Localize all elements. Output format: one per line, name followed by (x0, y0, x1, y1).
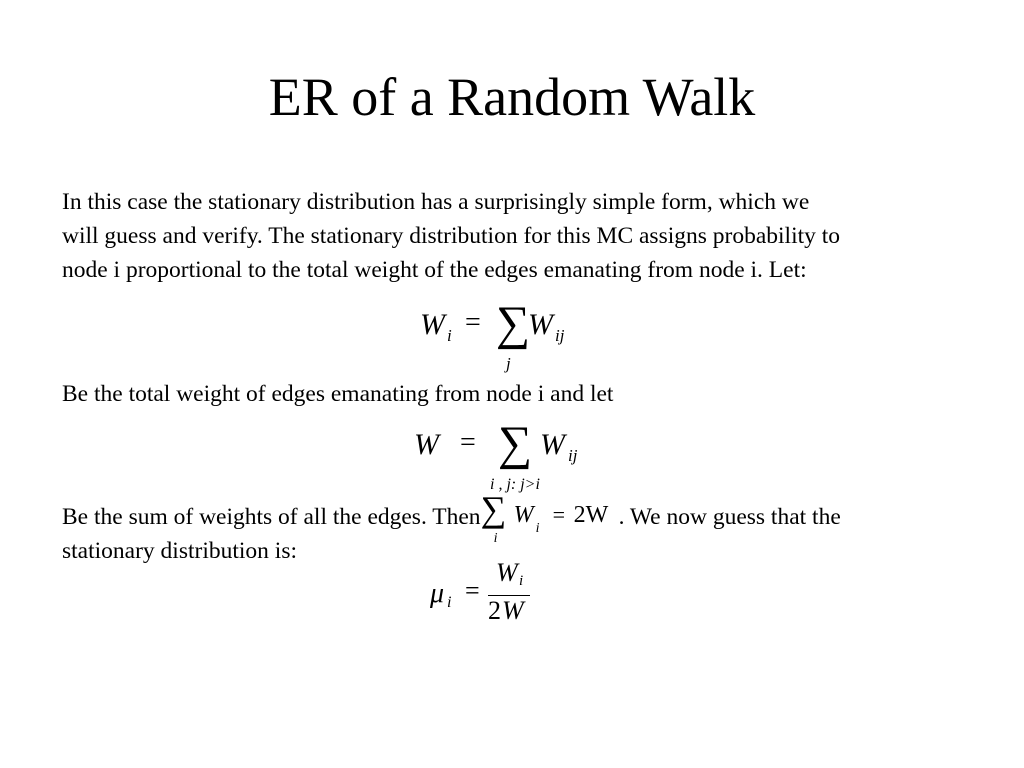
intro-paragraph: In this case the stationary distribution… (62, 185, 840, 287)
eq4-fraction-bar (488, 595, 530, 597)
eq4-equals: = (465, 576, 480, 605)
equation-stationary-distribution: μ i = W i 2 W (430, 558, 570, 630)
eq3-equals: = (552, 502, 565, 527)
eq1-lhs-sub: i (447, 326, 452, 345)
equation-total-weight: W = ∑ i , j: j>i W ij (410, 417, 610, 500)
eq4-numerator: W (496, 558, 518, 587)
eq1-equals: = (465, 307, 481, 338)
sum-line-1-before: Be the sum of weights of all the edges. … (62, 504, 481, 530)
eq2-lhs: W (414, 428, 439, 461)
eq2-equals: = (460, 427, 476, 458)
paragraph-sum-weights: Be the sum of weights of all the edges. … (62, 491, 841, 568)
eq4-lhs-sub: i (447, 594, 452, 611)
eq1-rhs: W (528, 308, 553, 341)
eq2-rhs-sub: ij (568, 446, 578, 465)
paragraph-total-weight: Be the total weight of edges emanating f… (62, 381, 614, 407)
sum-line-1: Be the sum of weights of all the edges. … (62, 491, 841, 546)
eq1-sum-index: j (506, 354, 511, 373)
eq4-denominator-var: W (502, 596, 524, 625)
eq1-lhs: W (420, 308, 445, 341)
eq1-rhs-sub: ij (555, 326, 565, 345)
eq3-term: W (513, 502, 534, 528)
eq3-term-sub: i (535, 521, 540, 536)
sum-line-1-after: . We now guess that the (618, 504, 841, 530)
equation-node-weight: W i = ∑ j W ij (420, 297, 620, 380)
sum-line-2: stationary distribution is: (62, 538, 297, 564)
eq4-lhs: μ (430, 578, 445, 609)
eq4-denominator-coef: 2 (488, 596, 501, 625)
eq3-sum-symbol: ∑ (480, 489, 507, 529)
eq4-numerator-sub: i (519, 573, 524, 589)
eq2-sum-index: i , j: j>i (490, 476, 540, 493)
intro-line-3: node i proportional to the total weight … (62, 257, 807, 283)
slide-title: ER of a Random Walk (268, 67, 756, 127)
eq2-rhs: W (540, 428, 565, 461)
eq3-sum-index: i (493, 531, 498, 546)
eq2-sum-symbol: ∑ (498, 417, 533, 470)
eq1-sum-symbol: ∑ (496, 297, 531, 350)
intro-line-2: will guess and verify. The stationary di… (62, 223, 841, 249)
eq3-rhs: 2W (573, 502, 609, 528)
intro-line-1: In this case the stationary distribution… (62, 189, 810, 215)
